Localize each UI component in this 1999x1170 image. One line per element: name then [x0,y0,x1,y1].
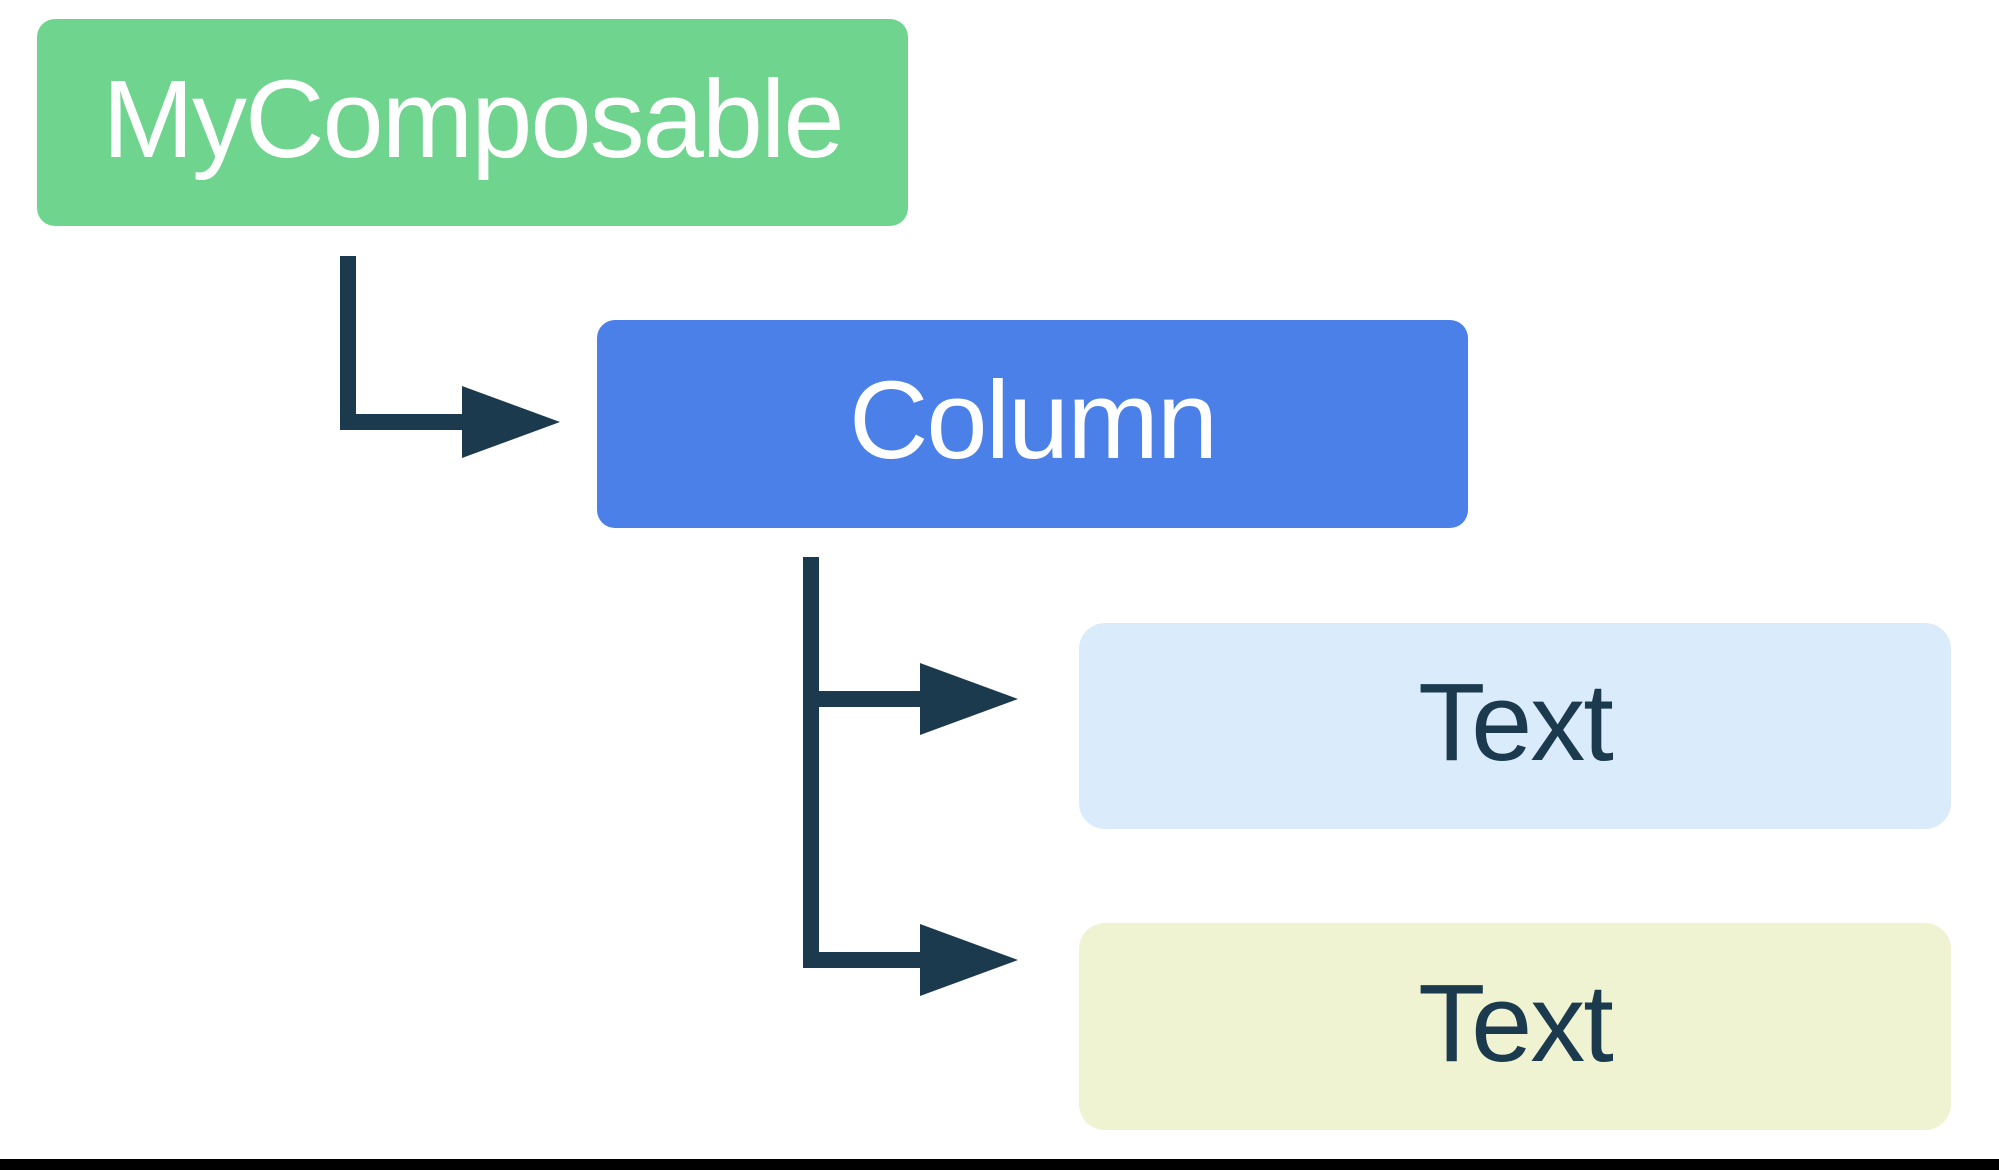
arrow-column-to-text1-horizontal-segment [803,691,920,707]
node-mycomposable-label: MyComposable [102,57,844,181]
node-column-label: Column [848,359,1218,482]
arrow-mycomposable-to-column-vertical-segment [340,256,356,430]
node-text-2: Text [1079,923,1951,1130]
arrow-column-to-text2-arrowhead-icon [920,924,1018,996]
arrow-column-to-text2-horizontal-segment [803,952,920,968]
node-mycomposable: MyComposable [37,19,908,226]
arrow-mycomposable-to-column-arrowhead-icon [462,386,560,458]
node-text-2-label: Text [1418,961,1614,1085]
arrow-mycomposable-to-column-horizontal-segment [340,414,462,430]
arrow-column-trunk-vertical-segment [803,557,819,968]
bottom-border-rule [0,1159,1999,1170]
node-text-1: Text [1079,623,1951,829]
node-column: Column [597,320,1468,528]
node-text-1-label: Text [1418,661,1614,784]
arrow-column-to-text1-arrowhead-icon [920,663,1018,735]
